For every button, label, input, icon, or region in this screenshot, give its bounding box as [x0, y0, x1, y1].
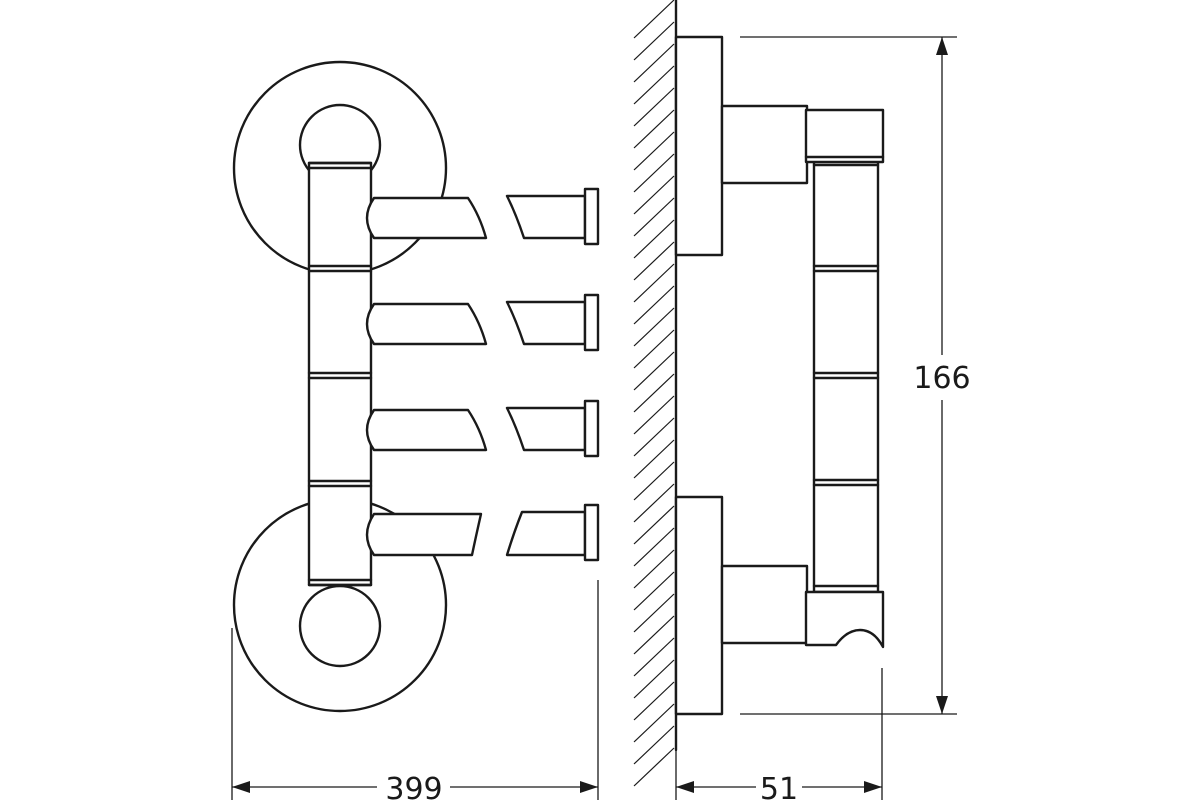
hatch-line — [633, 725, 675, 765]
hatch-line — [633, 43, 675, 83]
hatch-line — [633, 615, 675, 655]
wall-section — [633, 0, 678, 787]
depth-dimension: 51 — [675, 668, 883, 800]
width-dimension-label: 399 — [385, 772, 442, 800]
width-dimension: 399 — [231, 580, 599, 800]
hatch-line — [633, 703, 675, 743]
hatch-line — [633, 505, 675, 545]
swing-arm-2 — [365, 293, 600, 352]
hatch-line — [633, 87, 675, 127]
hatch-line — [633, 219, 675, 259]
hatch-line — [633, 241, 675, 281]
hatch-line — [633, 681, 675, 721]
hatch-line — [633, 109, 675, 149]
hatch-line — [633, 483, 675, 523]
hatch-line — [633, 329, 675, 369]
column-cap-bottom — [804, 590, 885, 649]
hatch-line — [633, 65, 675, 105]
wall-hatching — [633, 0, 675, 787]
hatch-line — [633, 395, 675, 435]
side-column — [812, 158, 880, 594]
mounting-plate-bottom — [674, 495, 724, 716]
hatch-line — [633, 637, 675, 677]
swing-arm-1 — [365, 187, 600, 246]
hatch-line — [633, 461, 675, 501]
hatch-line — [633, 659, 675, 699]
bracket-arm-top — [720, 104, 809, 185]
mounting-plate-top — [674, 35, 724, 257]
hatch-line — [633, 439, 675, 479]
hatch-line — [633, 351, 675, 391]
bracket-arm-bottom — [720, 564, 809, 645]
ball-cap-bottom — [298, 584, 382, 668]
side-view — [633, 0, 885, 787]
hatch-line — [633, 307, 675, 347]
hatch-line — [633, 175, 675, 215]
hatch-line — [633, 417, 675, 457]
hatch-line — [633, 21, 675, 61]
hatch-line — [633, 131, 675, 171]
hatch-line — [633, 197, 675, 237]
hatch-line — [633, 527, 675, 567]
height-dimension: 166 — [740, 36, 971, 715]
hatch-line — [633, 373, 675, 413]
hatch-line — [633, 549, 675, 589]
height-dimension-label: 166 — [913, 361, 970, 396]
column-cap-top — [804, 108, 885, 164]
hatch-line — [633, 593, 675, 633]
hatch-line — [633, 747, 675, 787]
hatch-line — [633, 263, 675, 303]
swing-arm-4 — [365, 503, 600, 562]
hatch-line — [633, 571, 675, 611]
depth-dimension-label: 51 — [760, 772, 798, 800]
pivot-column — [307, 161, 373, 587]
front-view — [232, 60, 600, 713]
hatch-line — [633, 0, 675, 39]
swing-arm-3 — [365, 399, 600, 458]
hatch-line — [633, 153, 675, 193]
hatch-line — [633, 285, 675, 325]
